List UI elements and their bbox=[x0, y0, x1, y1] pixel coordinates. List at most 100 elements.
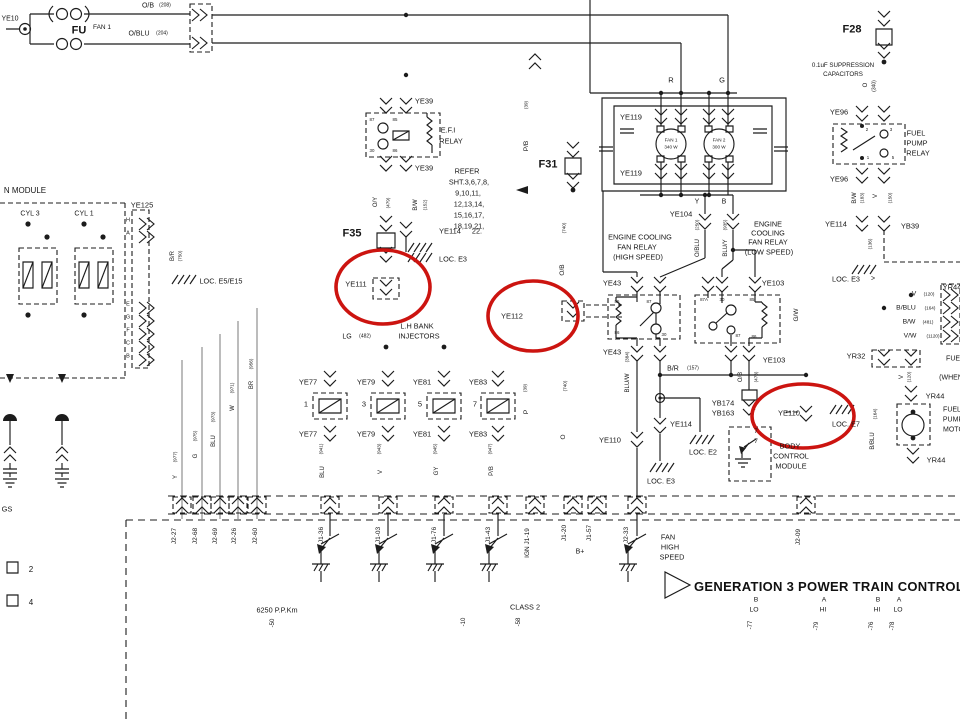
pin-label: 86 bbox=[614, 329, 620, 335]
highlight-circle-ye110 bbox=[752, 384, 854, 448]
note-text: > bbox=[870, 275, 876, 283]
note-text: CAPACITORS bbox=[823, 70, 863, 78]
pcm-pin-label: -76 bbox=[869, 621, 875, 631]
connector-label: YE39 bbox=[414, 96, 434, 106]
connector-label: YE114 bbox=[825, 219, 847, 229]
ye125-connector-box bbox=[132, 210, 149, 368]
pcm-title-triangle bbox=[665, 572, 690, 598]
connector-label: YR44 bbox=[925, 391, 945, 401]
pcm-connector-strip bbox=[168, 496, 960, 514]
pin-label: 87 bbox=[369, 116, 375, 122]
wire-label: B/BLU bbox=[870, 432, 876, 450]
connector-label: YE111 bbox=[345, 279, 367, 289]
dashed-outlines bbox=[0, 4, 960, 720]
ground-symbols bbox=[171, 236, 877, 473]
note-text: GS bbox=[1, 504, 13, 514]
pin-label: 87A bbox=[700, 296, 708, 302]
connector-label: YE103 bbox=[761, 278, 785, 288]
note-text: SHT.3,6,7,8, bbox=[448, 177, 490, 187]
circuit-number: (208) bbox=[159, 2, 171, 9]
pin-label: 86 bbox=[751, 333, 757, 339]
connector-label: YE114 bbox=[670, 419, 692, 429]
circuit-number: (977) bbox=[172, 451, 178, 463]
connector-label: YE112 bbox=[501, 311, 523, 321]
yr32-connector-box bbox=[872, 350, 920, 367]
component-label: BODY bbox=[779, 441, 801, 451]
component-label: MODULE bbox=[775, 461, 807, 471]
pcm-pin-label: J2-69 bbox=[211, 527, 219, 545]
wire-label: O/B bbox=[558, 264, 566, 276]
wire-label: B/R bbox=[667, 365, 679, 373]
component-label: FAN RELAY bbox=[748, 237, 788, 247]
circuit-number: (150) bbox=[887, 192, 893, 204]
pin-label: A bbox=[126, 230, 130, 237]
wiring-lines bbox=[6, 0, 806, 519]
note-text: 12,13,14, bbox=[453, 199, 485, 209]
circuit-number: (482) bbox=[359, 333, 371, 340]
relay-internals bbox=[378, 113, 888, 334]
wire-label: W bbox=[230, 405, 236, 411]
connector-label: YE39 bbox=[414, 163, 434, 173]
wire-label: GY bbox=[434, 466, 440, 476]
fuse-f35 bbox=[377, 233, 395, 248]
component-label: 300 W bbox=[712, 144, 726, 150]
pcm-driver-transistors bbox=[311, 439, 756, 583]
connector-label: YE110 bbox=[599, 435, 621, 445]
circuit-number: (943) bbox=[376, 443, 382, 455]
pcm-pin-label: J1-76 bbox=[430, 526, 438, 544]
circuit-number: (120) bbox=[923, 291, 935, 297]
pcm-pin-label: -58 bbox=[516, 617, 522, 627]
connector-label: YE43 bbox=[602, 347, 622, 357]
pin-label: 3 bbox=[889, 126, 893, 132]
efi-relay-box bbox=[366, 113, 440, 157]
ground-label: LOC. E7 bbox=[832, 419, 860, 429]
wire-label: V/W bbox=[903, 332, 917, 340]
circuit-number: (941) bbox=[318, 443, 324, 455]
circuit-number: (956) bbox=[248, 358, 254, 370]
wire-label: R bbox=[668, 75, 674, 85]
note-text: 0.1uF SUPPRESSION bbox=[811, 61, 875, 69]
circuit-number: (935) bbox=[722, 219, 728, 231]
fuse-label: F31 bbox=[538, 158, 558, 171]
wire-label: B/W bbox=[852, 192, 858, 204]
wire-label: B/W bbox=[413, 199, 419, 211]
pin-label: 2 bbox=[28, 565, 34, 574]
pcm-pin-label: J1-20 bbox=[560, 524, 568, 542]
pcm-pin-label: J2-68 bbox=[191, 527, 199, 545]
circuit-number: (740) bbox=[562, 380, 568, 392]
pcm-boundary bbox=[126, 520, 960, 720]
note-text: FUEL bbox=[946, 355, 960, 363]
connector-label: YE77 bbox=[298, 429, 318, 439]
connector-label: YE81 bbox=[412, 429, 432, 439]
circuit-number: (250) bbox=[694, 219, 700, 231]
note-text: LO bbox=[893, 606, 903, 614]
pcm-pin-label: J2-09 bbox=[794, 528, 802, 546]
circuit-number: (39) bbox=[523, 100, 529, 110]
connector-label: YE79 bbox=[356, 377, 376, 387]
component-label: CYL 3 bbox=[20, 210, 40, 218]
circuit-number: (1120) bbox=[926, 333, 940, 339]
connector-label: YE79 bbox=[356, 429, 376, 439]
pin-label: 1 bbox=[866, 154, 870, 160]
connector-label: YB163 bbox=[711, 408, 735, 418]
connector-label: YE110 bbox=[778, 408, 800, 418]
fuse-f31 bbox=[565, 158, 581, 174]
circuit-number: (973) bbox=[210, 411, 216, 423]
spark-plug bbox=[2, 413, 18, 488]
fan-relay-low-box bbox=[695, 295, 780, 343]
component-label: FUEL bbox=[906, 128, 926, 138]
wire-label: P/B bbox=[489, 466, 495, 476]
connector-label: YE125 bbox=[130, 200, 154, 210]
wire-label: P bbox=[522, 409, 530, 415]
circuit-number: (120) bbox=[906, 371, 912, 383]
wire-label: BLU bbox=[320, 466, 326, 478]
connector-label: YR44 bbox=[926, 455, 946, 465]
ignition-module-box bbox=[0, 203, 125, 378]
wire-label: BLU/W bbox=[625, 373, 631, 393]
note-text: 6250 P.P.Km bbox=[256, 605, 298, 615]
connector-label: YE83 bbox=[468, 377, 488, 387]
note-text: LO bbox=[749, 606, 759, 614]
component-boxes bbox=[7, 29, 892, 606]
pin-label: E bbox=[126, 301, 130, 308]
